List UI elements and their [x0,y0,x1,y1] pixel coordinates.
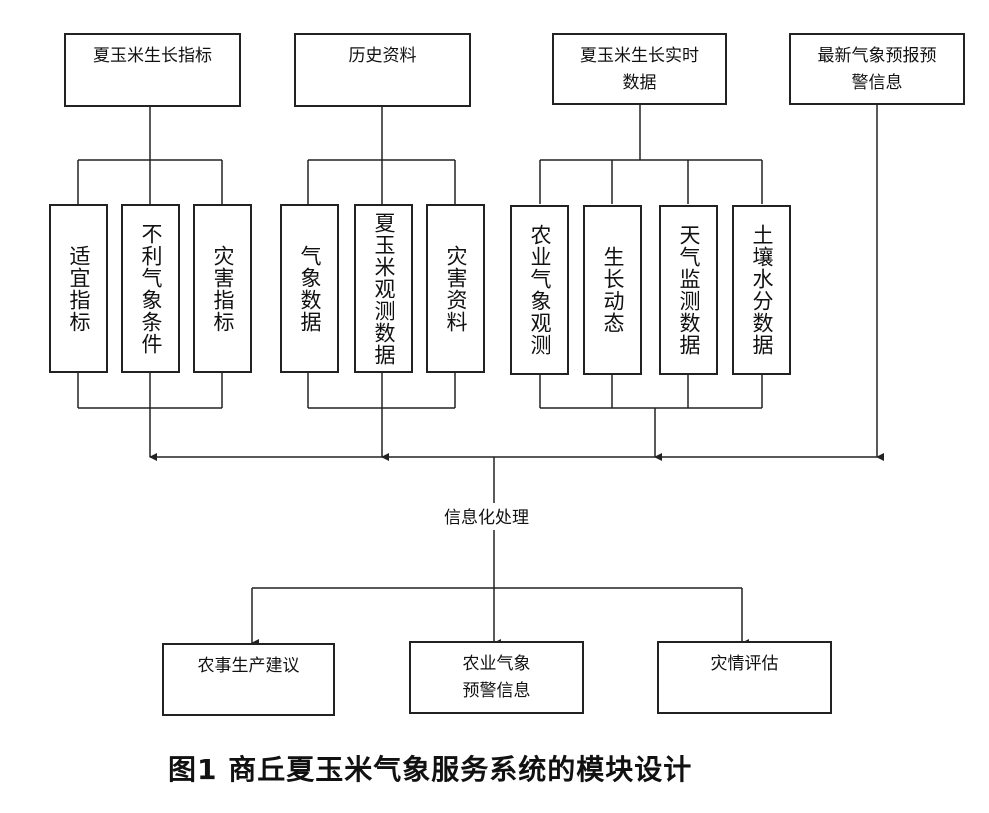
figure-caption: 图1 商丘夏玉米气象服务系统的模块设计 [168,753,693,786]
box-label: 生长动态 [601,246,625,334]
box-label: 灾情评估 [710,654,779,674]
box-historical-data: 历史资料 [294,33,471,107]
box-label: 气象数据 [298,244,322,333]
box-label: 历史资料 [348,46,417,66]
box-disaster-indicators: 灾害指标 [193,204,252,373]
box-label: 不利气象条件 [139,222,163,355]
box-label: 夏玉米观测数据 [372,211,396,366]
box-agro-met-warning: 农业气象 预警信息 [409,641,584,714]
box-soil-moisture-data: 土壤水分数据 [732,205,791,375]
box-label: 土壤水分数据 [750,224,774,356]
info-processing-label: 信息化处理 [440,503,533,528]
box-label: 夏玉米生长指标 [93,46,212,66]
box-label: 农业气象观测 [528,224,552,356]
box-farming-advice: 农事生产建议 [162,643,335,716]
box-meteorological-data: 气象数据 [280,204,339,373]
box-label: 适宜指标 [67,244,91,333]
box-growth-dynamics: 生长动态 [583,205,642,375]
box-label: 农事生产建议 [197,656,300,676]
box-label: 灾害资料 [444,244,468,333]
box-label: 灾害指标 [211,244,235,333]
box-adverse-weather-conditions: 不利气象条件 [121,204,180,373]
box-disaster-data: 灾害资料 [426,204,485,373]
box-corn-observation-data: 夏玉米观测数据 [354,204,413,373]
box-label: 天气监测数据 [677,224,701,356]
box-realtime-growth-data: 夏玉米生长实时 数据 [552,33,727,105]
box-agro-met-observation: 农业气象观测 [510,205,569,375]
box-disaster-assessment: 灾情评估 [657,641,832,714]
box-suitable-indicators: 适宜指标 [49,204,108,373]
box-label: 夏玉米生长实时 数据 [580,46,699,93]
box-summer-corn-growth-indicators: 夏玉米生长指标 [64,33,241,107]
box-latest-forecast-warning: 最新气象预报预 警信息 [789,33,965,105]
box-label: 农业气象 预警信息 [462,654,531,701]
box-weather-monitoring-data: 天气监测数据 [659,205,718,375]
box-label: 最新气象预报预 警信息 [817,46,937,93]
